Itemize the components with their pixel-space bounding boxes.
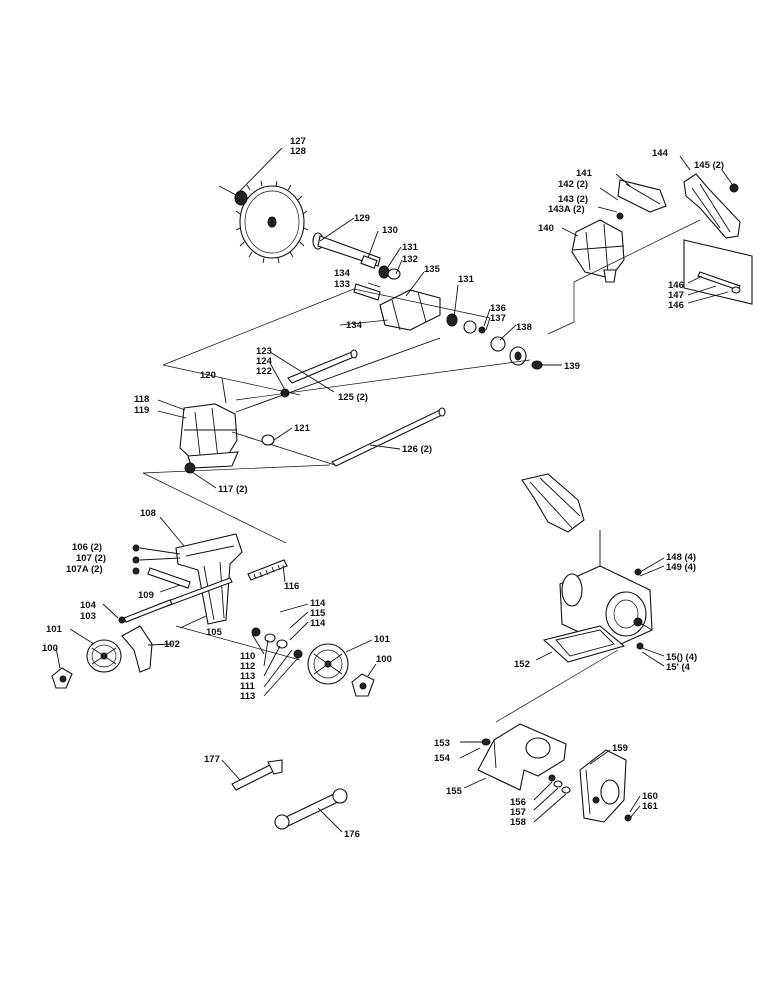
label-146b: 146 [668,300,684,311]
label-104: 104 [80,600,97,611]
label-125: 125 (2) [338,392,368,403]
label-142: 142 (2) [558,179,588,190]
label-134b: 134 [346,320,363,331]
label-156: 156 [510,797,526,808]
riving-knife [683,173,741,239]
arbor-bracket [379,289,441,331]
label-139: 139 [564,361,580,372]
label-102: 102 [164,639,180,650]
trunnion-housing [179,403,238,463]
label-159: 159 [612,743,628,754]
label-143a: 143A (2) [548,204,585,215]
label-149: 149 (4) [666,562,696,573]
label-131a: 131 [402,242,419,253]
label-103: 103 [80,611,96,622]
label-107: 107 (2) [76,553,106,564]
label-155: 155 [446,786,463,797]
label-146a: 146 [668,280,684,291]
label-136: 136 [490,303,506,314]
label-151: 15' (4 [666,662,691,673]
label-107a: 107A (2) [66,564,103,575]
label-126: 126 (2) [402,444,432,455]
label-109: 109 [138,590,154,601]
label-145: 145 (2) [694,160,724,171]
label-128: 128 [290,146,306,157]
label-100b: 100 [376,654,392,665]
wrenches [221,759,348,833]
label-108: 108 [140,508,156,519]
label-113b: 113 [240,691,255,702]
label-121: 121 [294,423,311,434]
label-101b: 101 [374,634,391,645]
label-116: 116 [284,581,299,592]
blade-nut [234,190,248,206]
label-112: 112 [240,661,255,672]
label-153: 153 [434,738,450,749]
label-119: 119 [134,405,149,416]
label-123: 123 [256,346,272,357]
label-113a: 113 [240,671,255,682]
motor-assembly [495,473,665,723]
label-143: 143 (2) [558,194,588,205]
label-124: 124 [256,356,273,367]
label-144: 144 [652,148,669,159]
label-150: 15() (4) [666,652,697,663]
label-105: 105 [206,627,223,638]
label-110: 110 [240,651,255,662]
part-labels: 127 128 129 130 131 132 134 133 135 131 … [42,136,724,840]
label-130: 130 [382,225,398,236]
label-118: 118 [134,394,149,405]
trunnion-assembly [142,337,531,544]
label-117: 117 (2) [218,484,248,495]
label-140: 140 [538,223,554,234]
label-127: 127 [290,136,306,147]
label-132: 132 [402,254,418,265]
label-176: 176 [344,829,360,840]
elevation-bracket [175,533,243,625]
label-152: 152 [514,659,530,670]
label-177: 177 [204,754,220,765]
elevation-assembly [51,516,377,697]
label-157: 157 [510,807,526,818]
label-114a: 114 [310,598,326,609]
label-141: 141 [576,168,593,179]
label-129: 129 [354,213,370,224]
label-147: 147 [668,290,684,301]
label-134: 134 [334,268,351,279]
guard-bracket-assembly [547,155,753,335]
label-154: 154 [434,753,451,764]
label-137: 137 [490,313,506,324]
label-114b: 114 [310,618,326,629]
label-120: 120 [200,370,216,381]
wrench-large [283,793,339,827]
wrench-small [231,763,277,791]
label-158: 158 [510,817,526,828]
label-111: 111 [240,681,256,692]
label-135: 135 [424,264,441,275]
label-122: 122 [256,366,272,377]
label-131b: 131 [458,274,475,285]
label-160: 160 [642,791,658,802]
label-106: 106 (2) [72,542,102,553]
motor-mount-arm [521,473,585,533]
label-161: 161 [642,801,659,812]
label-101a: 101 [46,624,63,635]
label-100a: 100 [42,643,58,654]
blade-assembly [162,147,562,396]
label-115: 115 [310,608,326,619]
label-133: 133 [334,279,350,290]
motor-cover-assembly [459,723,641,823]
label-138: 138 [516,322,532,333]
label-148: 148 (4) [666,552,696,563]
